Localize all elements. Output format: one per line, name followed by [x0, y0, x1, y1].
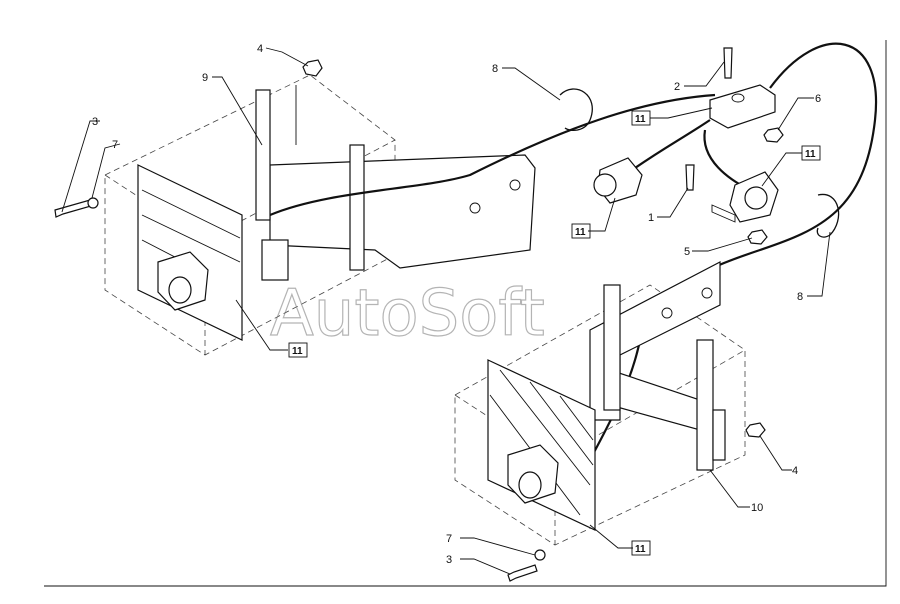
- callout-box-11: [631, 110, 651, 126]
- callout-1: 1: [648, 212, 654, 224]
- right-vertical-bar: [696, 339, 714, 471]
- callout-4: 4: [792, 465, 798, 477]
- svg-text:11: 11: [292, 346, 303, 357]
- cable-clip-upper: [559, 88, 593, 132]
- leader-lines: [61, 47, 831, 575]
- left-vertical-bar: [349, 144, 365, 271]
- left-bolt: [54, 199, 92, 218]
- right-assembly: [454, 261, 766, 582]
- callout-8: 8: [492, 63, 498, 75]
- screw-2: [723, 47, 733, 79]
- svg-text:11: 11: [575, 227, 586, 238]
- bracket-hole: [469, 202, 481, 214]
- callout-10: 10: [751, 502, 763, 514]
- callout-4: 4: [257, 43, 263, 55]
- svg-text:11: 11: [635, 114, 646, 125]
- right-cable: [589, 42, 878, 461]
- bracket-hole: [509, 179, 521, 191]
- left-junction-box: [261, 239, 289, 281]
- left-assembly: [54, 59, 536, 356]
- callout-7: 7: [112, 139, 118, 151]
- right-washer: [534, 549, 546, 561]
- cable-harness: [269, 42, 878, 461]
- callout-box-11: [631, 540, 651, 556]
- right-vertical-bar: [603, 284, 621, 411]
- nut-6: [763, 127, 784, 143]
- socket-bracket: [711, 204, 736, 223]
- left-bracket-arm: [269, 154, 536, 269]
- screw-1: [685, 164, 695, 191]
- svg-text:11: 11: [635, 544, 646, 555]
- callout-6: 6: [815, 93, 821, 105]
- callout-3: 3: [92, 116, 98, 128]
- right-plate-hatching: [489, 369, 594, 516]
- nut-5: [747, 229, 768, 245]
- callout-7: 7: [446, 533, 452, 545]
- callout-box-11: [288, 342, 308, 358]
- right-bar-insert: [712, 409, 726, 461]
- callout-9: 9: [202, 72, 208, 84]
- callout-8: 8: [797, 291, 803, 303]
- svg-text:11: 11: [805, 149, 816, 160]
- callout-5: 5: [684, 246, 690, 258]
- bracket-hole: [701, 287, 713, 299]
- bracket-hole: [661, 307, 673, 319]
- right-bolt: [507, 564, 538, 582]
- callout-3: 3: [446, 554, 452, 566]
- plug-face: [593, 173, 617, 197]
- frame-border: [44, 40, 887, 587]
- socket-face: [744, 186, 768, 210]
- left-vertical-bar: [255, 89, 271, 221]
- callout-box-11: [801, 145, 821, 161]
- right-lamp-plate: [487, 359, 596, 531]
- callout-2: 2: [674, 81, 680, 93]
- distribution-box: [709, 84, 776, 129]
- callout-box-11: [571, 223, 591, 239]
- connector-cable: [624, 119, 711, 176]
- left-lamp-lens: [168, 276, 192, 304]
- left-washer: [87, 197, 99, 209]
- main-cable: [269, 93, 716, 217]
- callout-labels: 4 9 3 7 8 2 6 11 11 1 11 5 8 11 4 10 11 …: [92, 43, 821, 566]
- watermark: AutoSoft: [270, 277, 545, 351]
- right-nut: [745, 422, 766, 438]
- cable-clip-lower: [816, 193, 840, 238]
- distribution-box-cap: [731, 93, 745, 103]
- right-lamp-lens: [518, 471, 542, 499]
- right-cross-member: [609, 369, 701, 431]
- left-nut: [302, 59, 323, 77]
